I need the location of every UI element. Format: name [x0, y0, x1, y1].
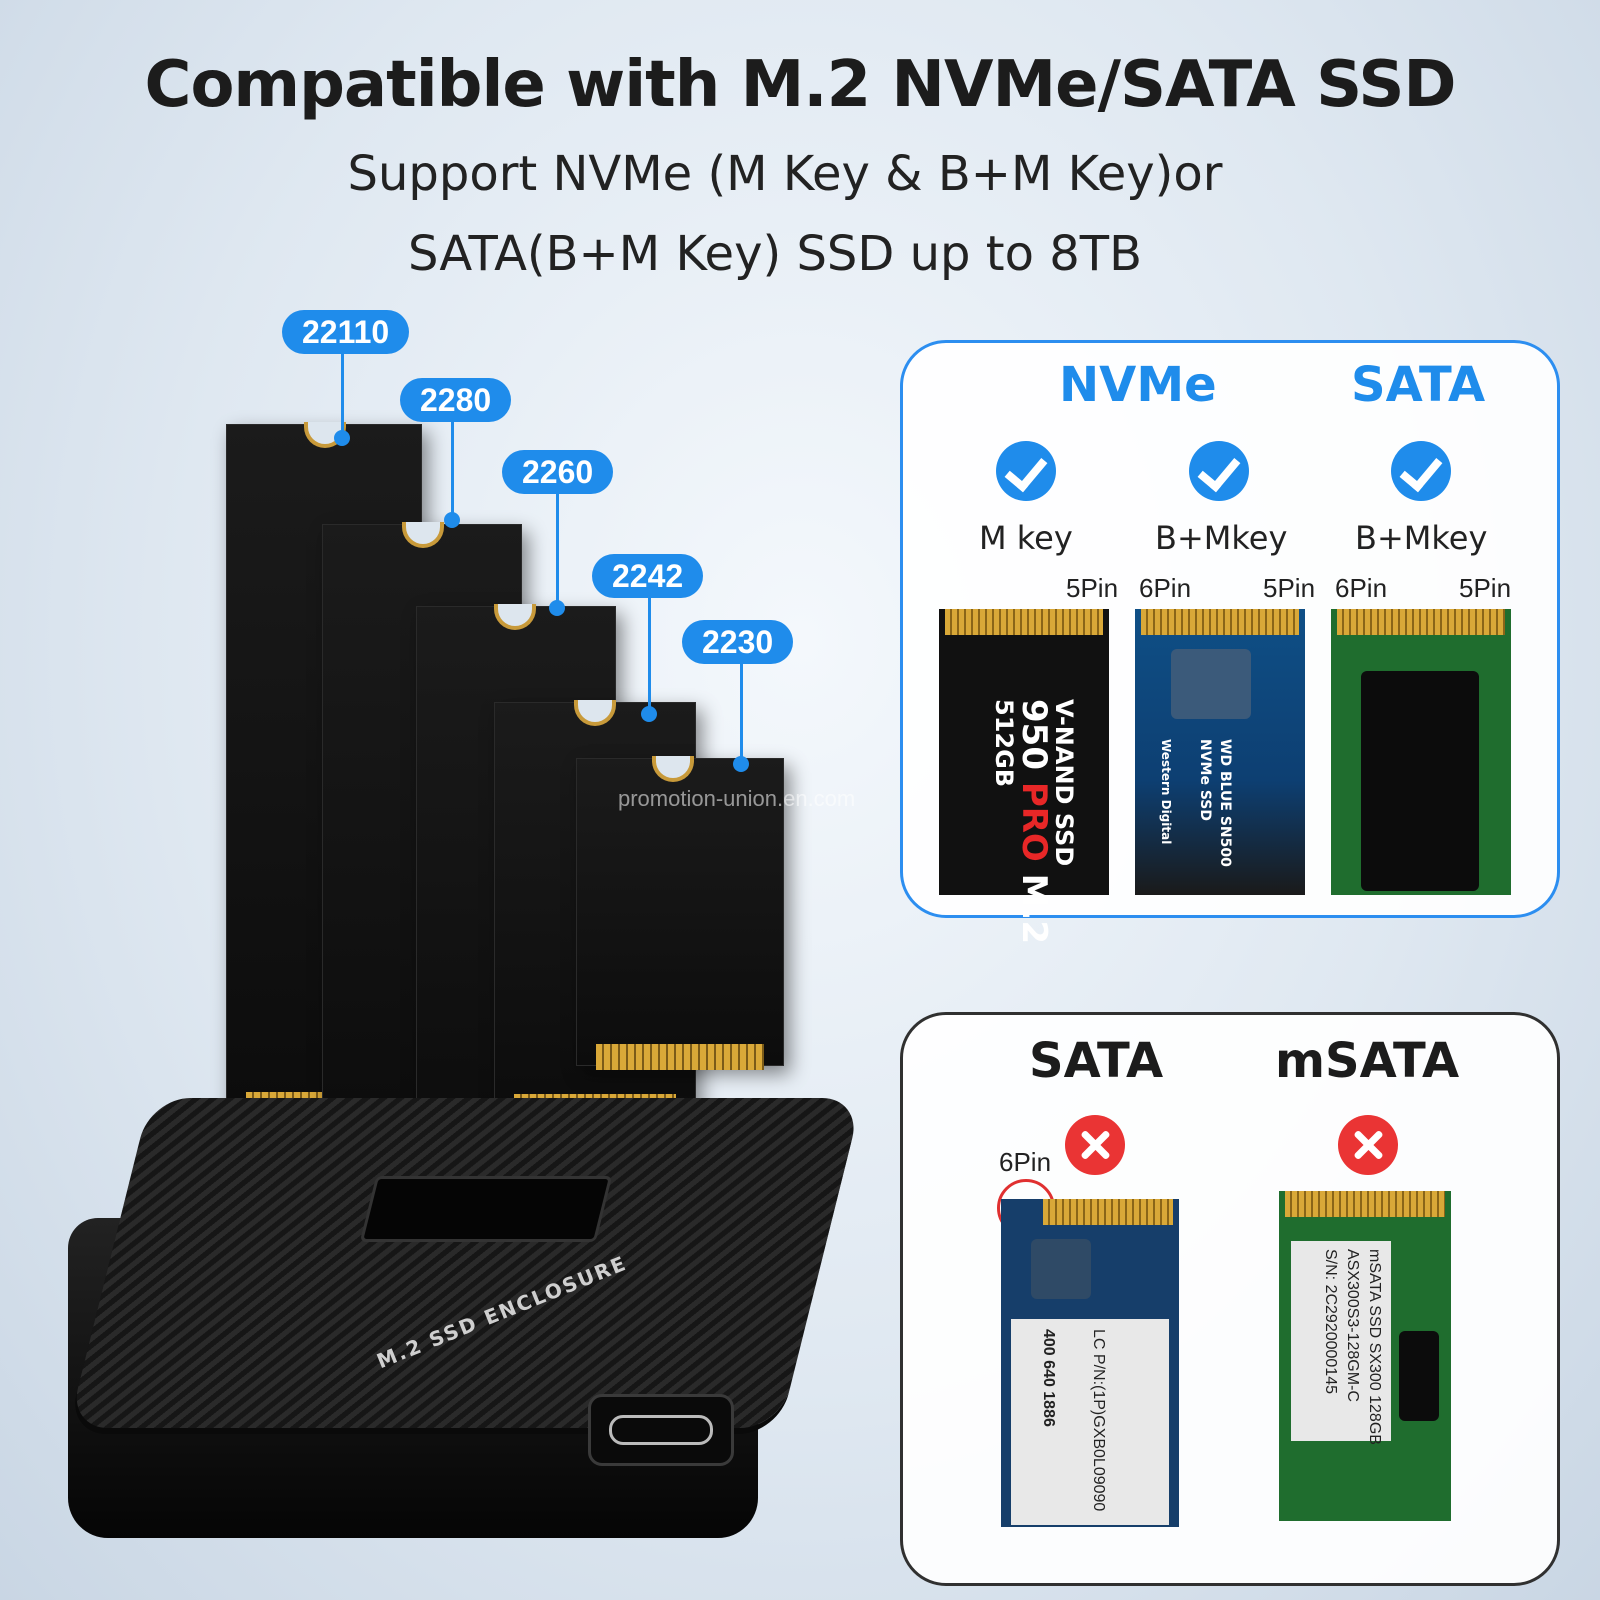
size-pill-2260: 2260	[502, 450, 614, 494]
ssd-msata: mSATA SSD SX300 128GB ASX300S3-128GM-C S…	[1279, 1191, 1451, 1521]
pin-label: 6Pin	[1335, 573, 1388, 603]
gold-contacts	[1337, 609, 1505, 635]
m2-slot	[359, 1176, 613, 1242]
drive-label-sheet: LC P/N:(1P)GXB0L09090 400 640 1886	[1011, 1319, 1169, 1525]
leader-line	[451, 422, 454, 518]
drive-label-2: WD BLUE SN500 NVMe SSD	[1197, 739, 1233, 867]
controller-chip	[1031, 1239, 1091, 1299]
pin-label: 6Pin	[1139, 573, 1192, 603]
usb-c-port	[588, 1394, 734, 1466]
check-icon	[996, 441, 1056, 501]
gold-contacts	[945, 609, 1103, 635]
leader-line	[556, 494, 559, 606]
gold-contacts	[1141, 609, 1299, 635]
pin-label: 5Pin	[1459, 573, 1512, 603]
notch	[402, 522, 444, 548]
gold-contacts	[596, 1044, 764, 1070]
key-label-bm-nvme: B+Mkey	[1155, 519, 1288, 557]
pin-label: 6Pin	[999, 1147, 1052, 1177]
cross-icon	[1338, 1115, 1398, 1175]
size-pill-2242: 2242	[592, 554, 704, 598]
size-pill-2280: 2280	[400, 378, 512, 422]
notch	[574, 700, 616, 726]
pin-label: 5Pin	[1066, 573, 1119, 603]
key-label-bm-sata: B+Mkey	[1355, 519, 1488, 557]
ssd-card-2230	[576, 756, 784, 1070]
incompatible-panel: SATA mSATA 6Pin LC P/N:(1P)GXB0L09090 40…	[900, 1012, 1560, 1586]
headline: Compatible with M.2 NVMe/SATA SSD	[144, 48, 1456, 122]
controller-chip	[1171, 649, 1251, 719]
subline-1: Support NVMe (M Key & B+M Key)or	[347, 146, 1223, 202]
drive-brand: Western Digital	[1159, 739, 1173, 845]
subline-2: SATA(B+M Key) SSD up to 8TB	[408, 226, 1142, 282]
ssd-sata-green	[1331, 609, 1511, 895]
ssd-sata-m2: LC P/N:(1P)GXB0L09090 400 640 1886	[1001, 1199, 1179, 1527]
size-pill-2230: 2230	[682, 620, 794, 664]
leader-line	[740, 664, 743, 764]
ssd-enclosure: M.2 SSD ENCLOSURE	[68, 1098, 863, 1538]
cross-icon	[1065, 1115, 1125, 1175]
leader-dot	[641, 706, 657, 722]
leader-dot	[549, 600, 565, 616]
compatible-panel: NVMe SATA M key B+Mkey B+Mkey 5Pin 6Pin …	[900, 340, 1560, 944]
enclosure-top	[68, 1098, 863, 1428]
leader-line	[341, 354, 344, 438]
leader-dot	[733, 756, 749, 772]
sata-title: SATA	[1029, 1033, 1164, 1089]
drive-label-sheet: mSATA SSD SX300 128GB ASX300S3-128GM-C S…	[1291, 1241, 1391, 1445]
check-icon	[1189, 441, 1249, 501]
leader-dot	[444, 512, 460, 528]
nand-chip	[1399, 1331, 1439, 1421]
msata-title: mSATA	[1275, 1033, 1460, 1089]
leader-dot	[334, 430, 350, 446]
key-label-m: M key	[979, 519, 1073, 557]
leader-line	[648, 598, 651, 712]
sata-title: SATA	[1351, 357, 1486, 413]
ssd-wd-blue-sn500: WD BLUE SN500 NVMe SSD Western Digital	[1135, 609, 1305, 895]
check-icon	[1391, 441, 1451, 501]
gold-contacts	[1043, 1199, 1173, 1225]
size-pill-22110: 22110	[282, 310, 410, 354]
nand-chip	[1361, 671, 1479, 891]
pin-label: 5Pin	[1263, 573, 1316, 603]
watermark: promotion-union.en.com	[618, 786, 856, 811]
notch	[494, 604, 536, 630]
ssd-samsung-950-pro: V-NAND SSD 950 PRO M.2 512GB	[939, 609, 1109, 944]
gold-contacts	[1285, 1191, 1445, 1217]
drive-label-1: V-NAND SSD 950 PRO M.2 512GB	[990, 699, 1078, 945]
nvme-title: NVMe	[1059, 357, 1217, 413]
notch	[652, 756, 694, 782]
